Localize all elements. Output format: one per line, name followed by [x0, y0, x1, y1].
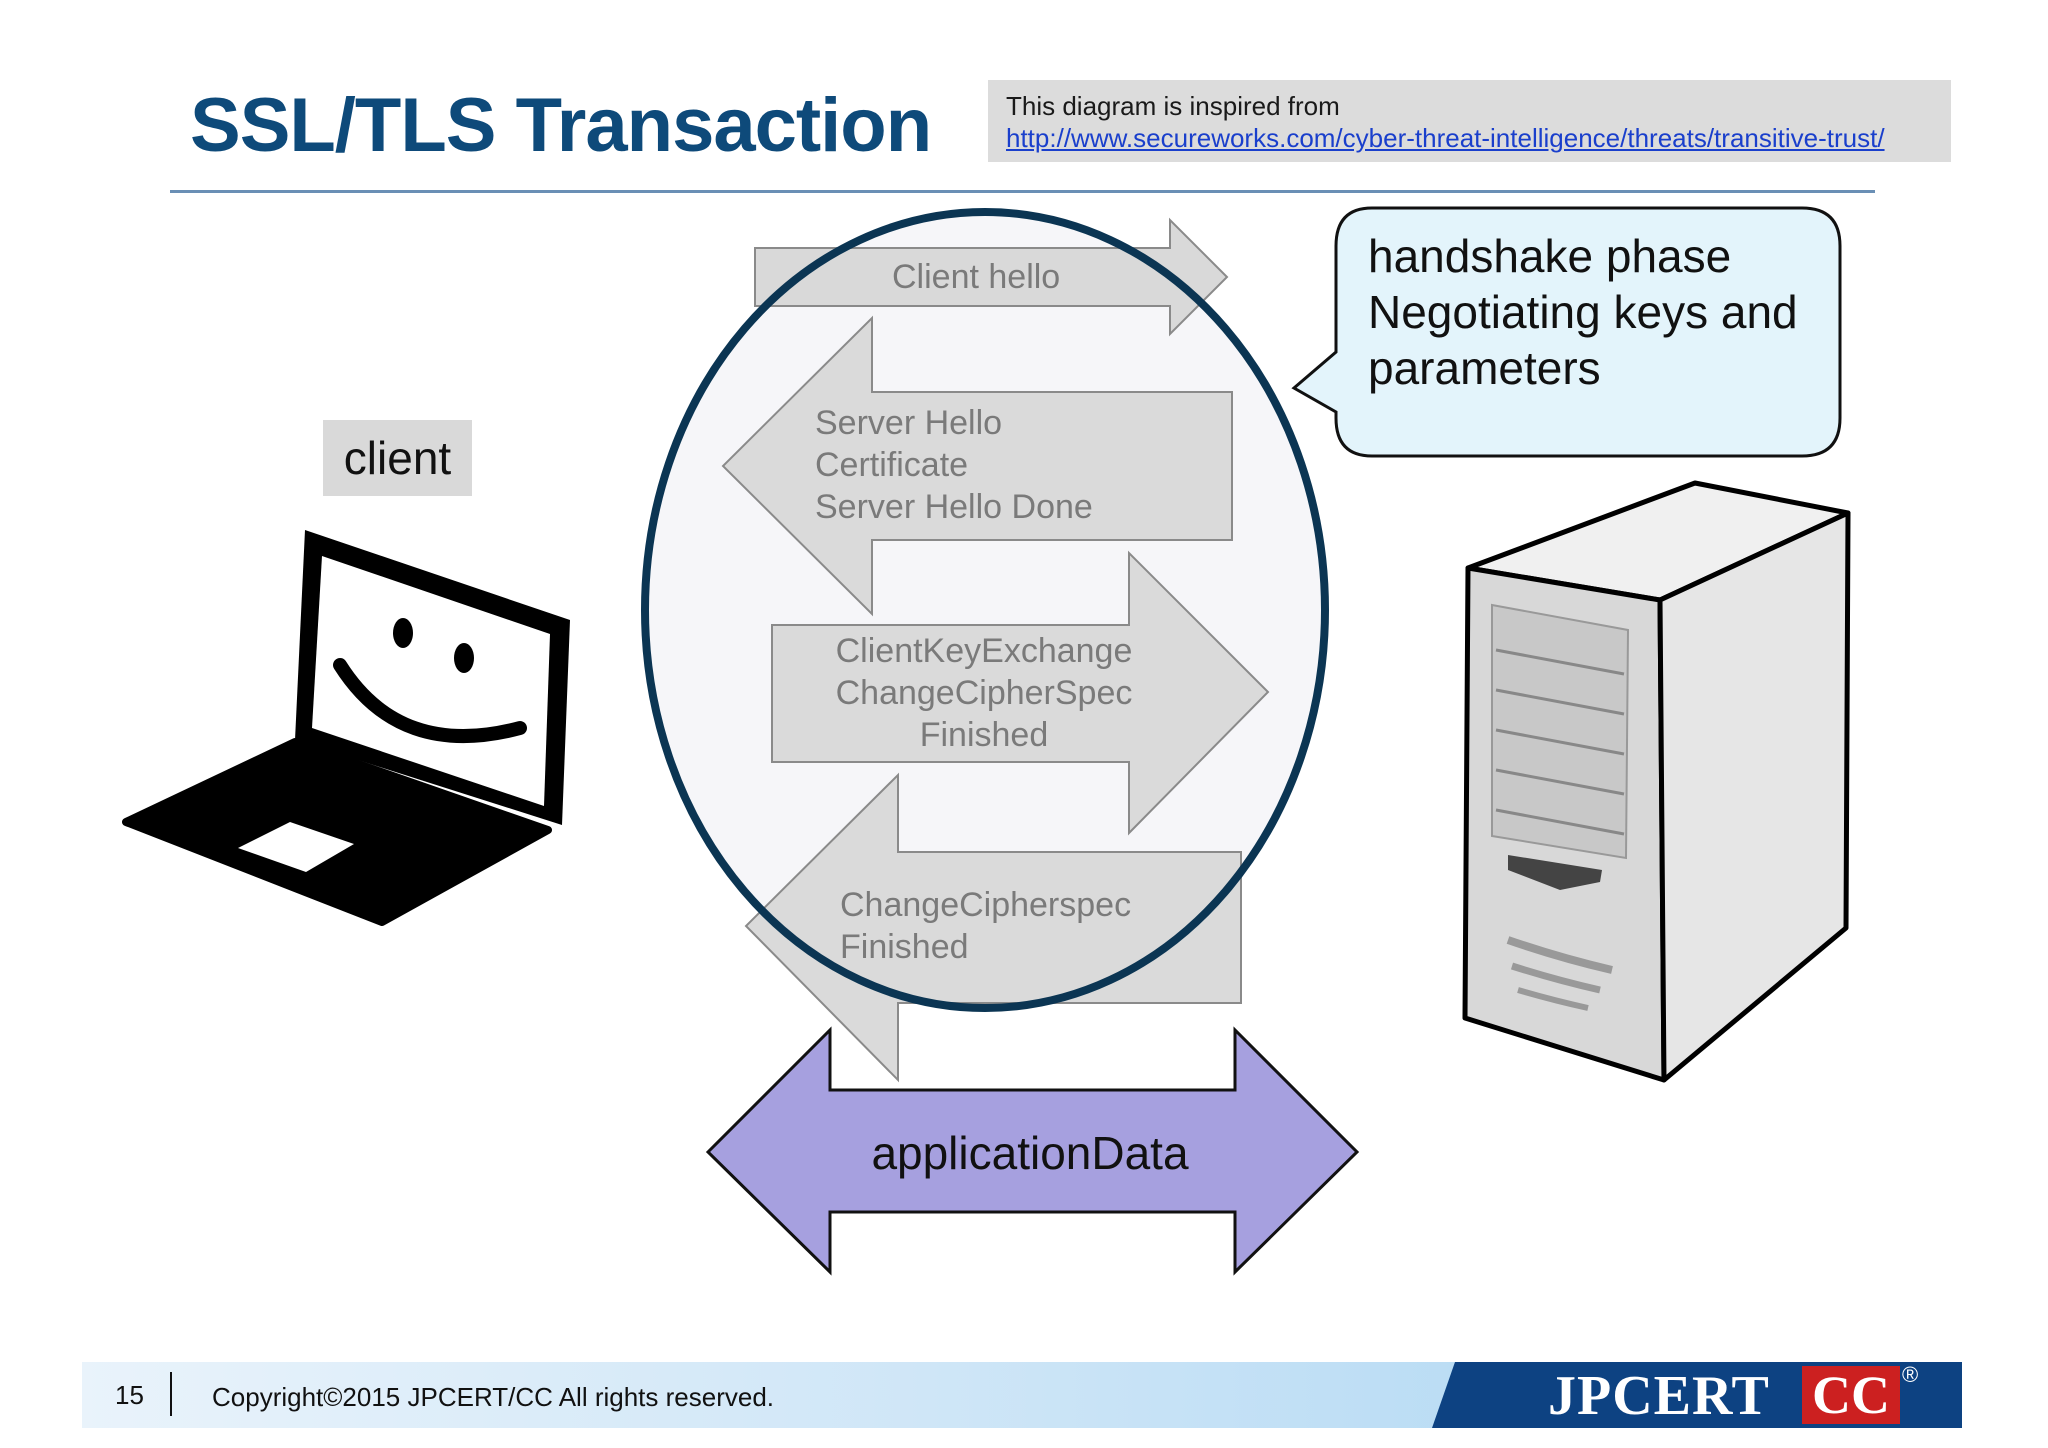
server-hello-line: Server Hello: [815, 404, 1003, 442]
title-divider: [170, 190, 1875, 193]
server-hello-arrow: [721, 315, 1233, 617]
client-key-exchange-label: ClientKeyExchange ChangeCipherSpec Finis…: [826, 630, 1142, 756]
client-key-exchange-line: ChangeCipherSpec: [835, 674, 1133, 712]
jpcert-logo-cc: CC: [1802, 1365, 1900, 1425]
server-icon: [1462, 480, 1851, 1083]
source-note-text: This diagram is inspired from: [1006, 91, 1340, 121]
client-key-exchange-arrow: [771, 550, 1270, 836]
change-cipherspec-line: ChangeCipherspec: [840, 886, 1132, 924]
footer-divider: [170, 1372, 172, 1416]
source-link[interactable]: http://www.secureworks.com/cyber-threat-…: [1006, 123, 1885, 153]
application-data-arrow: [705, 1026, 1360, 1276]
server-hello-line: Certificate: [815, 446, 969, 484]
change-cipherspec-line: Finished: [840, 928, 969, 966]
callout-text: handshake phase Negotiating keys and par…: [1368, 228, 1838, 396]
server-hello-label: Server Hello Certificate Server Hello Do…: [815, 402, 1093, 528]
change-cipherspec-arrow: [744, 772, 1242, 1083]
callout-line: Negotiating keys and: [1368, 286, 1798, 338]
source-note: This diagram is inspired from http://www…: [988, 80, 1951, 162]
handshake-ellipse-outline: [641, 208, 1329, 1012]
registered-mark: ®: [1902, 1362, 1919, 1387]
slide-title: SSL/TLS Transaction: [190, 83, 932, 168]
client-key-exchange-line: Finished: [919, 716, 1049, 754]
callout-line: parameters: [1368, 342, 1601, 394]
callout-line: handshake phase: [1368, 230, 1732, 282]
jpcert-logo-text: JPCERT: [1548, 1365, 1770, 1427]
change-cipherspec-label: ChangeCipherspec Finished: [840, 884, 1131, 968]
server-hello-line: Server Hello Done: [815, 488, 1093, 526]
client-hello-label: Client hello: [892, 258, 1061, 296]
page-number: 15: [115, 1380, 144, 1410]
client-key-exchange-line: ClientKeyExchange: [835, 632, 1133, 670]
copyright-text: Copyright©2015 JPCERT/CC All rights rese…: [212, 1382, 775, 1412]
laptop-icon: [122, 530, 570, 926]
application-data-label: applicationData: [871, 1127, 1189, 1179]
callout-bubble: [1291, 206, 1842, 458]
client-label: client: [323, 420, 472, 496]
